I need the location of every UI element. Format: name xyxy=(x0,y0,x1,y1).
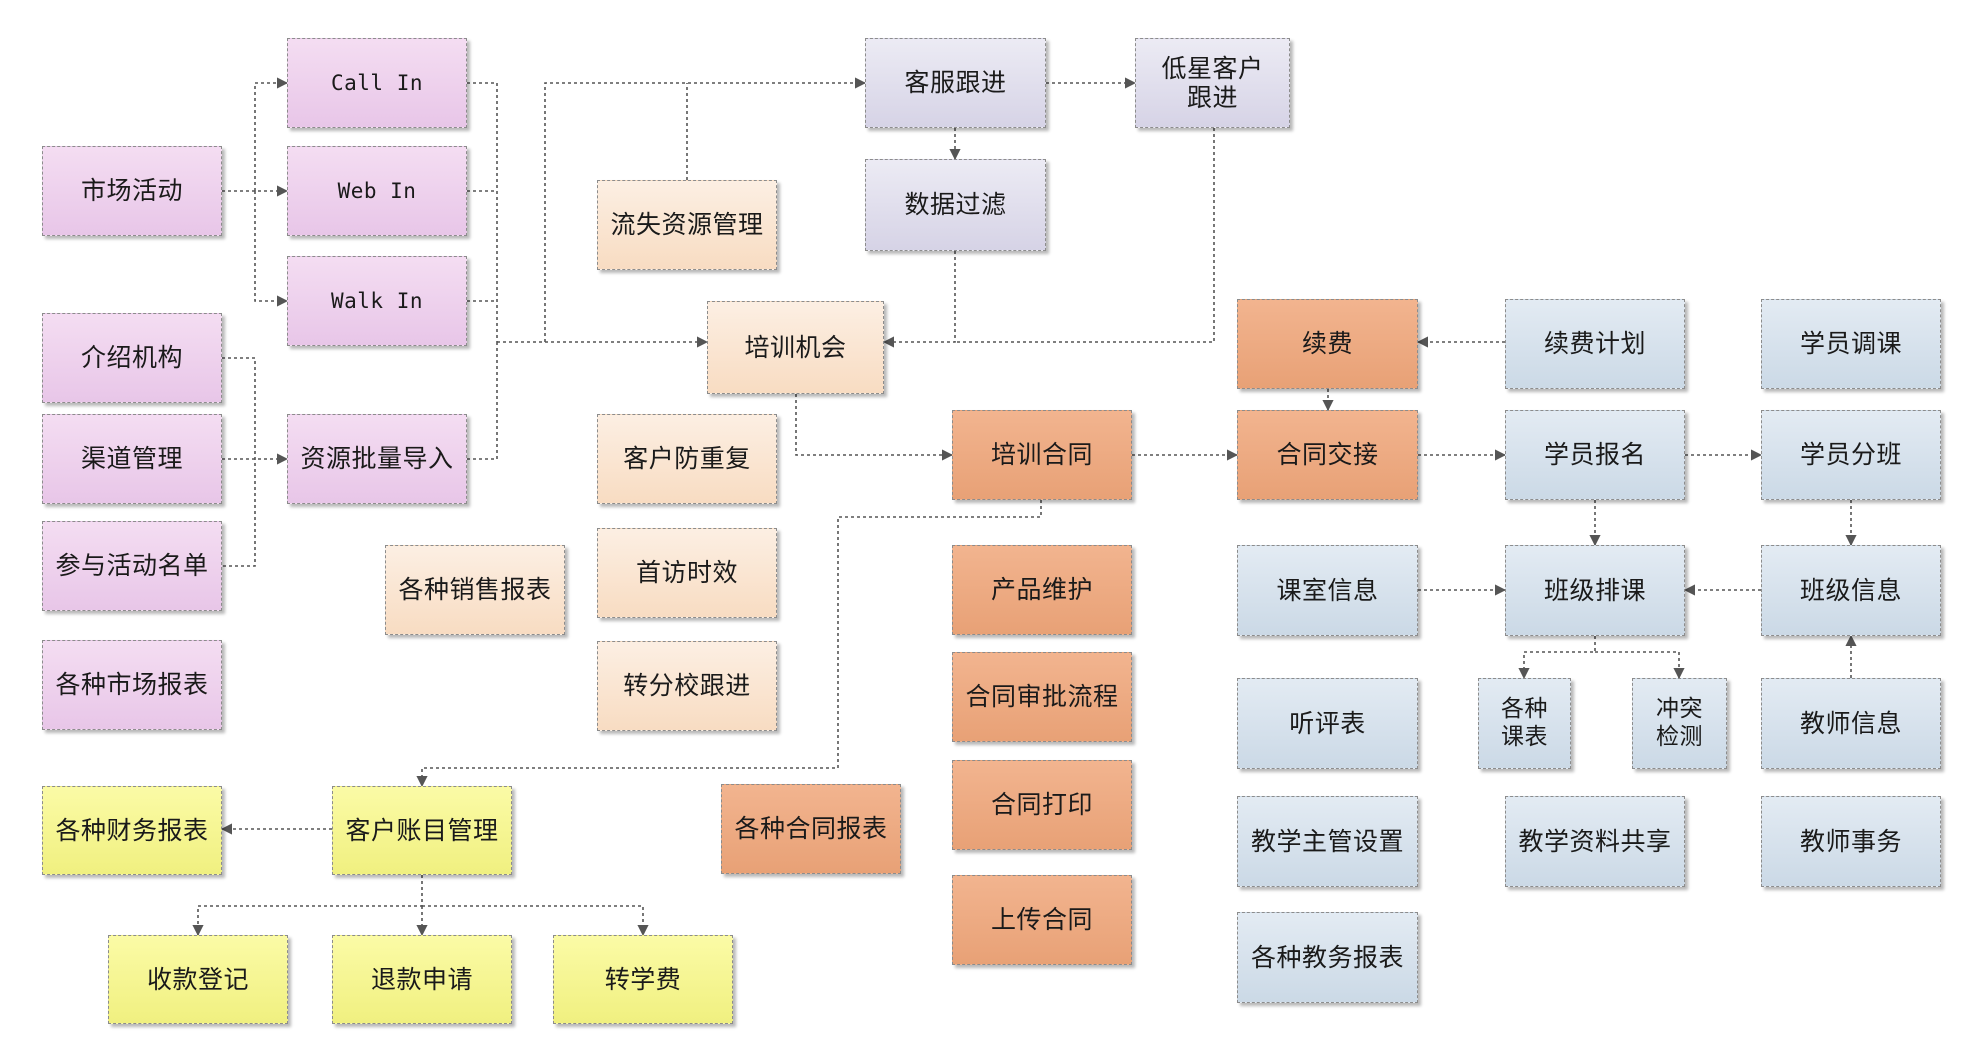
node-teacher-info: 教师信息 xyxy=(1761,678,1941,769)
node-sales-reports: 各种销售报表 xyxy=(385,545,565,635)
node-data-filter: 数据过滤 xyxy=(865,159,1046,251)
connector-account-to-transfer xyxy=(422,905,649,937)
node-channel-mgmt: 渠道管理 xyxy=(42,414,222,504)
node-refund-request: 退款申请 xyxy=(332,935,512,1024)
node-teacher-affairs: 教师事务 xyxy=(1761,796,1941,887)
node-bulk-import: 资源批量导入 xyxy=(287,414,467,504)
node-upload-contract: 上传合同 xyxy=(952,875,1132,965)
node-contract-reports: 各种合同报表 xyxy=(721,784,901,874)
node-student-grouping: 学员分班 xyxy=(1761,410,1941,500)
connector-contract-to-account xyxy=(416,500,1042,788)
node-referral-org: 介绍机构 xyxy=(42,313,222,403)
node-finance-reports: 各种财务报表 xyxy=(42,786,222,875)
node-lost-resource-mgmt: 流失资源管理 xyxy=(597,180,777,270)
node-payment-record: 收款登记 xyxy=(108,935,288,1024)
connector-schedule-to-conflict xyxy=(1595,651,1685,680)
node-call-in: Call In xyxy=(287,38,467,128)
node-walk-in: Walk In xyxy=(287,256,467,346)
node-class-schedule: 班级排课 xyxy=(1505,545,1685,636)
node-student-transfer-class: 学员调课 xyxy=(1761,299,1941,389)
node-conflict-check: 冲突 检测 xyxy=(1632,678,1727,769)
node-eval-form: 听评表 xyxy=(1237,678,1418,769)
connector-filter-to-opportunity xyxy=(882,251,956,348)
connector-opportunity-to-cs xyxy=(544,77,867,342)
node-renewal-plan: 续费计划 xyxy=(1505,299,1685,389)
node-contract-print: 合同打印 xyxy=(952,760,1132,850)
node-student-enroll: 学员报名 xyxy=(1505,410,1685,500)
node-market-reports: 各种市场报表 xyxy=(42,640,222,730)
connector-fork-to-call xyxy=(254,77,289,191)
connector-schedule-fork xyxy=(1518,636,1596,680)
connector-callin-out xyxy=(467,82,498,342)
connector-lowstar-to-opportunity xyxy=(955,128,1215,343)
connector-account-fork xyxy=(192,875,423,937)
node-anti-duplicate: 客户防重复 xyxy=(597,414,777,504)
node-training-opportunity: 培训机会 xyxy=(707,301,884,394)
node-web-in: Web In xyxy=(287,146,467,236)
node-branch-transfer: 转分校跟进 xyxy=(597,641,777,731)
node-various-schedules: 各种 课表 xyxy=(1478,678,1571,769)
node-academic-reports: 各种教务报表 xyxy=(1237,912,1418,1003)
node-transfer-fee: 转学费 xyxy=(553,935,733,1024)
node-account-mgmt: 客户账目管理 xyxy=(332,786,512,875)
node-contract-approval: 合同审批流程 xyxy=(952,652,1132,742)
node-low-star-followup: 低星客户 跟进 xyxy=(1135,38,1290,128)
node-activity-list: 参与活动名单 xyxy=(42,521,222,611)
node-classroom-info: 课室信息 xyxy=(1237,545,1418,636)
node-class-info: 班级信息 xyxy=(1761,545,1941,636)
node-teaching-supervisor: 教学主管设置 xyxy=(1237,796,1418,887)
connector-import-out xyxy=(467,342,498,460)
connector-referral-bracket xyxy=(222,357,256,567)
node-market-activity: 市场活动 xyxy=(42,146,222,236)
connector-fork-to-walk xyxy=(254,191,289,307)
node-contract-handover: 合同交接 xyxy=(1237,410,1418,500)
node-cs-followup: 客服跟进 xyxy=(865,38,1046,128)
connector-opportunity-to-contract xyxy=(795,394,954,461)
node-training-contract: 培训合同 xyxy=(952,410,1132,500)
node-renewal: 续费 xyxy=(1237,299,1418,389)
node-product-maintenance: 产品维护 xyxy=(952,545,1132,635)
node-first-visit: 首访时效 xyxy=(597,528,777,618)
node-material-sharing: 教学资料共享 xyxy=(1505,796,1685,887)
